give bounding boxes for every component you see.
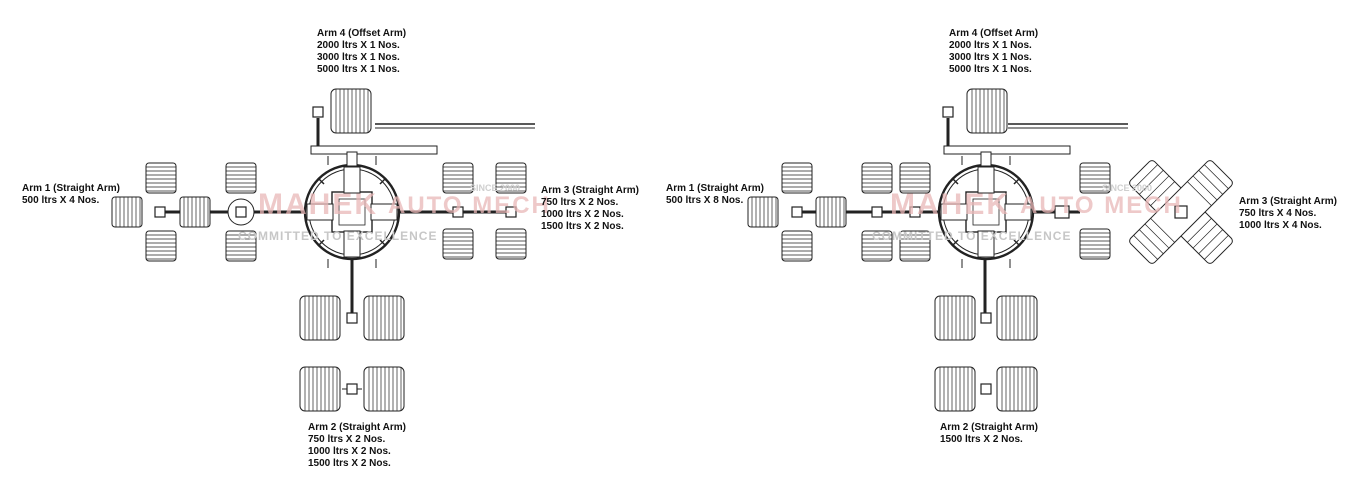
watermark-brand-left-a: MAHEK: [258, 188, 378, 221]
layout-b-arm1-label: Arm 1 (Straight Arm) 500 ltrs X 8 Nos.: [666, 183, 764, 206]
layout-b-arm2-label: Arm 2 (Straight Arm) 1500 ltrs X 2 Nos.: [940, 422, 1038, 445]
layout-a-arm1-label: Arm 1 (Straight Arm) 500 ltrs X 4 Nos.: [22, 183, 120, 206]
layout-a-arm3-label: Arm 3 (Straight Arm) 750 ltrs X 2 Nos. 1…: [541, 185, 639, 232]
watermark-tagline-a: COMMITTED TO EXCELLENCE: [238, 229, 438, 243]
layout-a-machine: [111, 88, 535, 412]
layout-b-arm4-label: Arm 4 (Offset Arm) 2000 ltrs X 1 Nos. 30…: [949, 28, 1039, 75]
layout-b-machine: [747, 88, 1233, 412]
layout-a-arm4-label: Arm 4 (Offset Arm) 2000 ltrs X 1 Nos. 30…: [317, 28, 407, 75]
watermark-brand-right-b: AUTO MECH: [1020, 192, 1183, 219]
watermark-since-a: SINCE 2000: [470, 183, 521, 193]
watermark-brand-left-b: MAHEK: [890, 188, 1010, 221]
watermark-brand-right-a: AUTO MECH: [388, 192, 551, 219]
layout-a-arm2-label: Arm 2 (Straight Arm) 750 ltrs X 2 Nos. 1…: [308, 422, 406, 469]
watermark-since-b: SINCE 2000: [1102, 183, 1153, 193]
layout-b-arm3-label: Arm 3 (Straight Arm) 750 ltrs X 4 Nos. 1…: [1239, 196, 1337, 231]
watermark-tagline-b: COMMITTED TO EXCELLENCE: [872, 229, 1072, 243]
